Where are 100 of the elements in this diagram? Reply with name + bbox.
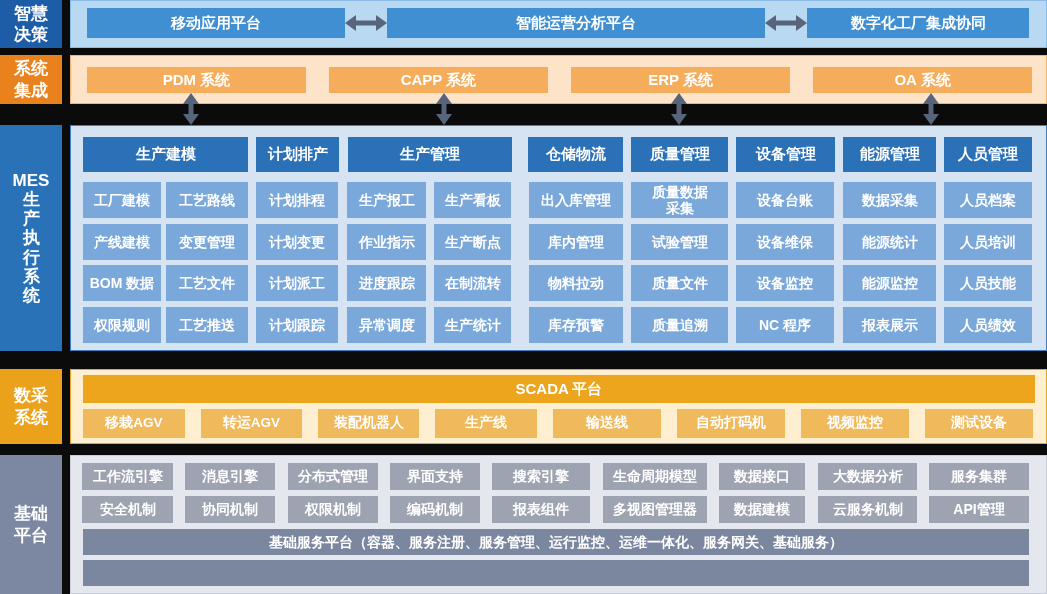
component-box bbox=[818, 463, 917, 490]
component-label: 报表组件 bbox=[513, 501, 569, 518]
component-label: 生命周期模型 bbox=[613, 468, 697, 485]
function-label: 物料拉动 bbox=[548, 274, 604, 292]
system-box bbox=[813, 67, 1032, 93]
module-header: 质量管理 bbox=[649, 145, 710, 164]
device-box bbox=[801, 409, 909, 438]
system-label: OA 系统 bbox=[894, 71, 951, 89]
module-header: 计划排产 bbox=[267, 145, 328, 164]
function-box bbox=[83, 307, 161, 343]
component-box bbox=[818, 496, 917, 523]
function-label: 进度跟踪 bbox=[358, 274, 415, 292]
component-label: 界面支持 bbox=[407, 468, 463, 485]
module-header-box bbox=[528, 137, 623, 172]
function-label: 设备监控 bbox=[757, 274, 813, 292]
function-box bbox=[347, 265, 426, 301]
function-box bbox=[944, 265, 1032, 301]
layer-heading: 基础平台 bbox=[13, 503, 49, 546]
device-label: 生产线 bbox=[465, 415, 507, 432]
component-label: 权限机制 bbox=[305, 501, 361, 518]
device-label: 测试设备 bbox=[951, 415, 1007, 432]
function-box bbox=[166, 224, 248, 260]
device-box bbox=[318, 409, 419, 438]
component-box bbox=[288, 496, 378, 523]
function-label: 出入库管理 bbox=[541, 191, 611, 209]
function-box bbox=[166, 307, 248, 343]
function-box bbox=[736, 182, 834, 218]
device-label: 视频监控 bbox=[827, 415, 883, 432]
component-box bbox=[185, 463, 275, 490]
module-header: 生产建模 bbox=[135, 145, 196, 164]
function-box bbox=[736, 265, 834, 301]
double-arrow bbox=[436, 93, 452, 125]
device-box bbox=[925, 409, 1033, 438]
module-header-box bbox=[256, 137, 339, 172]
device-box bbox=[435, 409, 537, 438]
platform-label: SCADA 平台 bbox=[515, 380, 603, 398]
component-box bbox=[82, 463, 173, 490]
component-label: 工作流引擎 bbox=[92, 468, 163, 485]
device-label: 输送线 bbox=[586, 415, 628, 432]
function-box bbox=[944, 307, 1032, 343]
function-label: 质量数据采集 bbox=[650, 183, 709, 217]
function-box bbox=[347, 307, 426, 343]
function-box bbox=[529, 224, 623, 260]
platform-bar bbox=[83, 375, 1035, 403]
component-label: 服务集群 bbox=[951, 468, 1007, 485]
component-label: 数据建模 bbox=[734, 501, 790, 518]
component-box bbox=[492, 496, 590, 523]
function-label: 作业指示 bbox=[358, 233, 415, 251]
system-label: PDM 系统 bbox=[162, 71, 231, 89]
module-header-box bbox=[83, 137, 248, 172]
platform-bar bbox=[83, 529, 1029, 555]
function-box bbox=[529, 182, 623, 218]
double-arrow bbox=[345, 15, 387, 31]
function-label: 质量文件 bbox=[651, 274, 708, 292]
function-box bbox=[843, 182, 936, 218]
function-box bbox=[843, 224, 936, 260]
device-box bbox=[83, 409, 185, 438]
device-label: 移栽AGV bbox=[105, 415, 163, 432]
component-label: 安全机制 bbox=[99, 501, 156, 518]
function-label: 生产报工 bbox=[358, 191, 415, 209]
layer-panel bbox=[70, 55, 1047, 104]
function-box bbox=[843, 307, 936, 343]
system-label: ERP 系统 bbox=[648, 71, 713, 89]
function-box bbox=[83, 224, 161, 260]
component-box bbox=[929, 496, 1029, 523]
function-label: 异常调度 bbox=[358, 316, 415, 334]
function-label: 能源监控 bbox=[861, 274, 918, 292]
function-box bbox=[529, 307, 623, 343]
function-label: 试验管理 bbox=[651, 233, 708, 251]
function-label: 工艺文件 bbox=[179, 274, 235, 292]
component-label: 编码机制 bbox=[407, 501, 463, 518]
component-box bbox=[719, 463, 805, 490]
component-box bbox=[390, 496, 480, 523]
double-arrow bbox=[183, 93, 199, 125]
layer-heading: 系统集成 bbox=[13, 58, 49, 101]
function-label: 能源统计 bbox=[861, 233, 918, 251]
function-box bbox=[347, 182, 426, 218]
layer-heading-box bbox=[0, 369, 62, 444]
platform-label: 移动应用平台 bbox=[171, 14, 261, 32]
layer-heading-box bbox=[0, 455, 62, 594]
function-label: 权限规则 bbox=[94, 316, 150, 334]
function-label: 计划派工 bbox=[269, 274, 325, 292]
function-label: 质量追溯 bbox=[651, 316, 708, 334]
component-label: 云服务机制 bbox=[832, 501, 903, 518]
function-label: 设备台账 bbox=[757, 191, 813, 209]
function-box bbox=[631, 265, 728, 301]
function-box bbox=[736, 307, 834, 343]
function-label: 计划变更 bbox=[269, 233, 325, 251]
module-header: 能源管理 bbox=[859, 145, 920, 164]
function-label: BOM 数据 bbox=[89, 274, 155, 292]
function-box bbox=[434, 307, 511, 343]
component-box bbox=[492, 463, 590, 490]
function-label: 数据采集 bbox=[861, 191, 918, 209]
platform-label: 基础服务平台（容器、服务注册、服务管理、运行监控、运维一体化、服务网关、基础服务） bbox=[269, 533, 843, 551]
function-box bbox=[347, 224, 426, 260]
component-box bbox=[929, 463, 1029, 490]
function-box bbox=[529, 265, 623, 301]
component-label: 数据接口 bbox=[734, 468, 790, 485]
platform-box bbox=[387, 8, 765, 38]
module-header: 仓储物流 bbox=[545, 145, 606, 164]
